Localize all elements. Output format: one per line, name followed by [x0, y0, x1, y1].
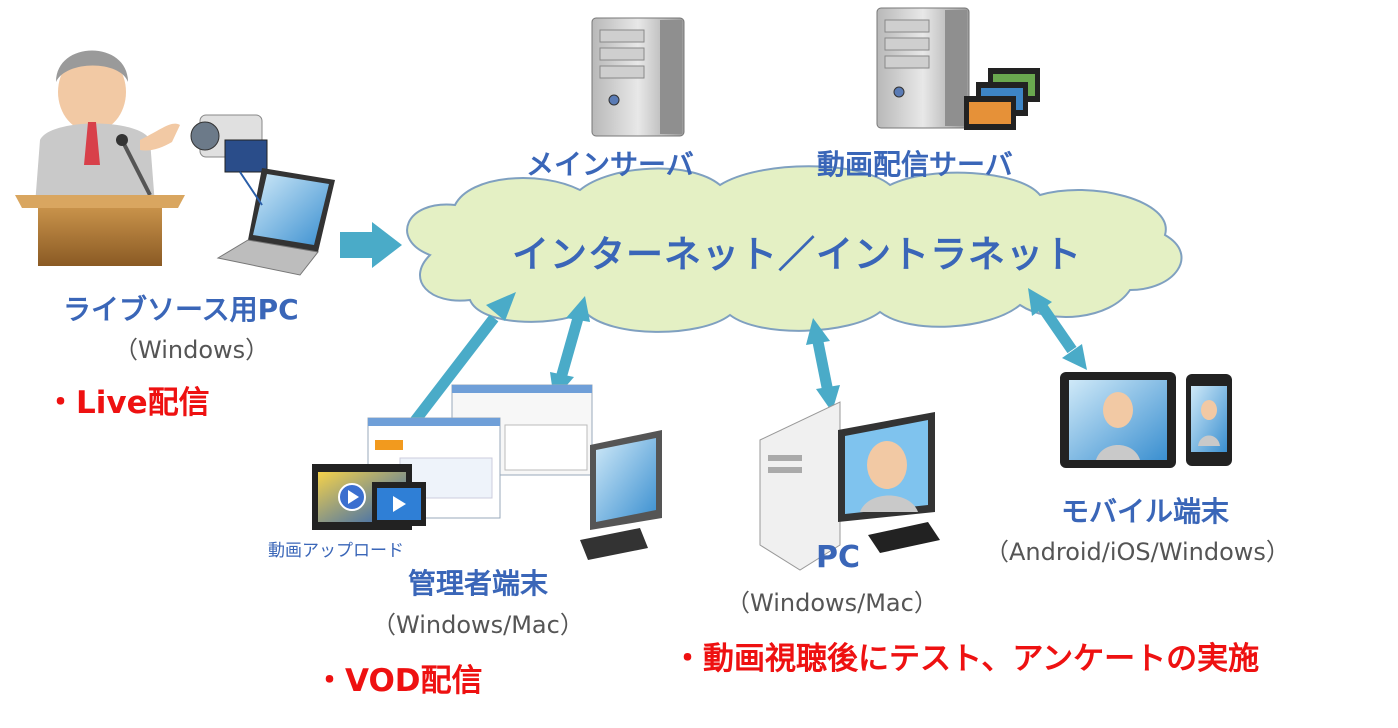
arrow-live-to-cloud — [340, 222, 402, 268]
video-server-label: 動画配信サーバ — [817, 148, 1013, 181]
microphone-icon — [116, 134, 152, 196]
arrow-mobile-cloud-bidirectional — [1028, 288, 1087, 370]
main-server-icon — [591, 17, 685, 137]
video-server-icon — [876, 7, 970, 129]
network-label: インターネット／イントラネット — [512, 233, 1082, 276]
mobile-label: モバイル端末 — [1061, 495, 1230, 528]
laptop-icon — [216, 168, 335, 276]
main-server-label: メインサーバ — [526, 148, 694, 181]
arrow-admin-to-cloud-upload — [403, 292, 516, 434]
cloud-shape — [406, 165, 1183, 333]
feature-test: ・動画視聴後にテスト、アンケートの実施 — [672, 641, 1260, 677]
desktop-pc-icon — [759, 401, 940, 571]
monitor-icon — [580, 430, 662, 560]
feature-live: ・Live配信 — [45, 385, 210, 421]
video-camera-icon — [190, 114, 268, 173]
viewer-pc-os-label: （Windows/Mac） — [726, 589, 938, 617]
tablet-icon — [1060, 372, 1176, 468]
viewer-pc-label: PC — [816, 540, 861, 575]
podium-icon — [15, 195, 185, 266]
smartphone-icon — [1186, 374, 1232, 466]
upload-label: 動画アップロード — [268, 541, 404, 561]
feature-vod: ・VOD配信 — [314, 663, 483, 699]
admin-label: 管理者端末 — [408, 567, 549, 600]
arrow-pc-cloud-bidirectional — [806, 318, 840, 412]
admin-os-label: （Windows/Mac） — [372, 611, 584, 639]
video-file-icon — [312, 464, 426, 530]
film-strip-icon — [964, 68, 1040, 130]
live-pc-label: ライブソース用PC — [63, 293, 299, 326]
live-pc-os-label: （Windows） — [114, 336, 270, 364]
mobile-os-label: （Android/iOS/Windows） — [985, 538, 1290, 566]
presenter-icon — [35, 50, 180, 205]
